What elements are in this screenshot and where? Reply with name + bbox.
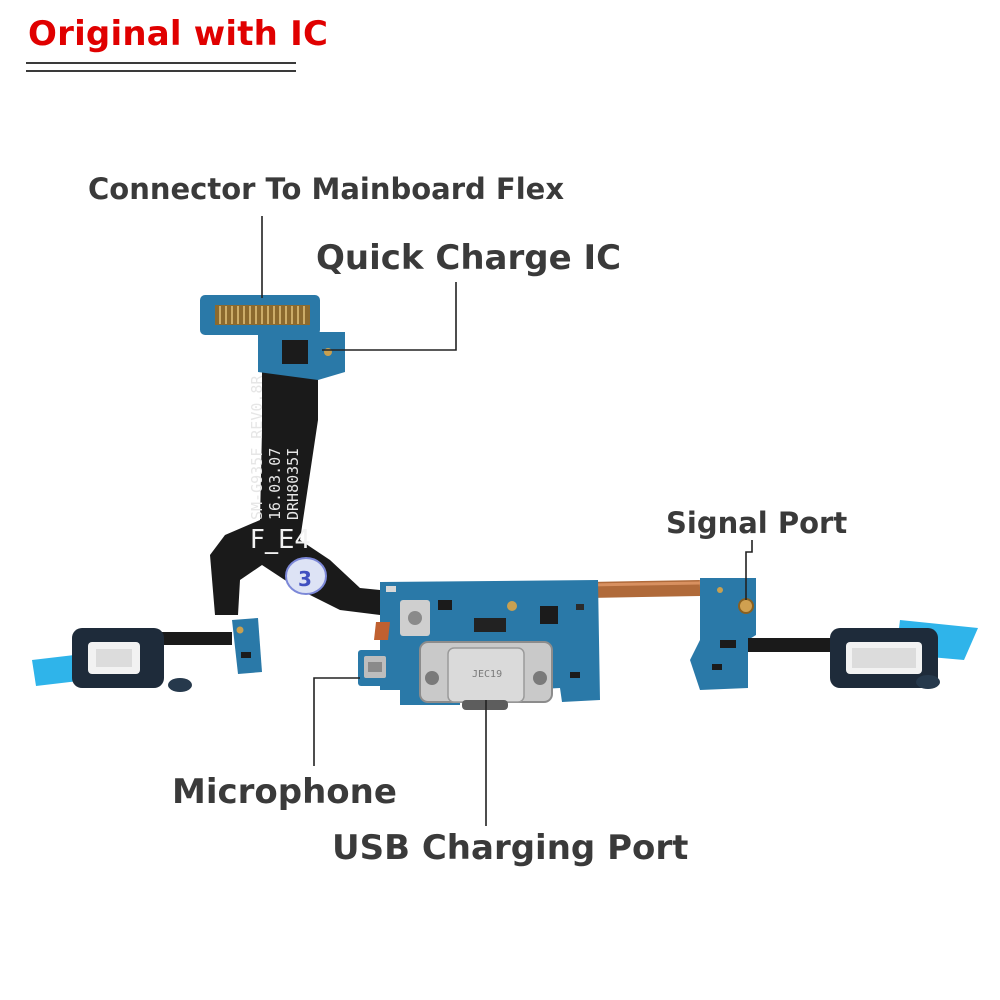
fpc-connector (474, 618, 506, 632)
label-usb-charging-port: USB Charging Port (332, 828, 689, 868)
left-small-board (232, 618, 262, 674)
svg-text:16.03.07: 16.03.07 (266, 448, 284, 520)
sticker (285, 557, 327, 595)
label-microphone: Microphone (172, 772, 397, 812)
flex-mark: F_E4 (250, 525, 311, 555)
flex-silkscreen: SM-G935F REV0.8R 16.03.07 DRH8035I (248, 375, 302, 520)
usb-mark: JEC19 (472, 669, 502, 680)
svg-text:SM-G935F REV0.8R: SM-G935F REV0.8R (248, 375, 266, 520)
quick-charge-ic-chip (282, 340, 308, 364)
label-connector: Connector To Mainboard Flex (88, 172, 565, 206)
svg-text:DRH8035I: DRH8035I (284, 448, 302, 520)
header-title: Original with IC (28, 14, 329, 54)
callout-leaders (261, 216, 753, 826)
signal-port-connector (738, 598, 754, 614)
coax-cable (587, 580, 701, 598)
black-flex-ribbon (210, 350, 380, 615)
svg-text:3: 3 (298, 567, 312, 591)
label-quick-charge-ic: Quick Charge IC (316, 238, 622, 278)
header-underline (26, 62, 296, 64)
header-underline-second (26, 70, 296, 72)
label-signal-port: Signal Port (666, 506, 848, 540)
